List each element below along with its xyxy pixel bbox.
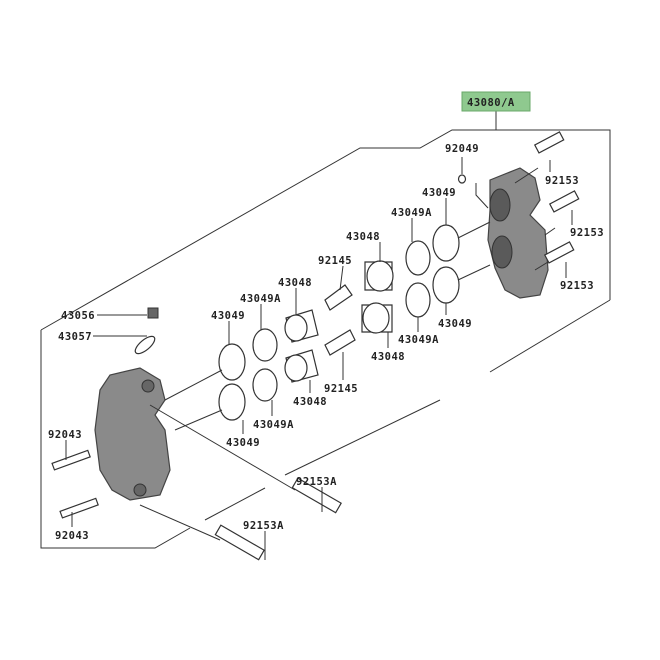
- cap-icon: [134, 335, 156, 355]
- pin-icon: [51, 440, 99, 527]
- assembly-frame-right-3: [204, 487, 266, 521]
- bolt-a-icon: [139, 404, 342, 561]
- part-label[interactable]: 43049: [438, 318, 472, 330]
- pad-springs: [324, 284, 356, 356]
- part-label[interactable]: 43048: [371, 351, 405, 363]
- part-label[interactable]: 92153: [560, 280, 594, 292]
- leader-lines: [228, 160, 573, 434]
- seal-rings-right: [405, 224, 460, 318]
- part-label[interactable]: 92153A: [243, 520, 284, 532]
- part-label[interactable]: 92043: [48, 429, 82, 441]
- part-label[interactable]: 92145: [324, 383, 358, 395]
- part-label[interactable]: 43048: [346, 231, 380, 243]
- part-label[interactable]: 43056: [61, 310, 95, 322]
- part-label[interactable]: 92043: [55, 530, 89, 542]
- assembly-frame: [40, 129, 611, 331]
- bolt-icon: [514, 131, 580, 271]
- assembly-frame-right-2: [284, 399, 441, 476]
- part-label[interactable]: 43049A: [253, 419, 294, 431]
- seal-rings-left: [218, 328, 278, 421]
- part-label[interactable]: 43049A: [240, 293, 281, 305]
- part-label[interactable]: 43049: [422, 187, 456, 199]
- left-caliper-body: [94, 367, 171, 501]
- part-label[interactable]: 43048: [293, 396, 327, 408]
- pistons-left: [284, 309, 319, 383]
- part-label[interactable]: 92153A: [296, 476, 337, 488]
- part-label[interactable]: 92049: [445, 143, 479, 155]
- part-label[interactable]: 43049A: [391, 207, 432, 219]
- right-caliper-body: [487, 167, 549, 299]
- part-label[interactable]: 43049: [226, 437, 260, 449]
- guide-lines: [164, 221, 491, 431]
- part-label[interactable]: 92145: [318, 255, 352, 267]
- assembly-frame-right: [489, 299, 611, 373]
- washer-icon: [457, 174, 467, 184]
- part-label[interactable]: 43048: [278, 277, 312, 289]
- assembly-label: 43080/A: [467, 97, 515, 109]
- part-label[interactable]: 92153: [545, 175, 579, 187]
- part-label[interactable]: 43049: [211, 310, 245, 322]
- assembly-label-box[interactable]: [461, 91, 531, 112]
- part-label[interactable]: 43049A: [398, 334, 439, 346]
- part-label[interactable]: 92153: [570, 227, 604, 239]
- part-label[interactable]: 43057: [58, 331, 92, 343]
- assembly-frame-bottom: [40, 330, 191, 549]
- bleeder-icon: [147, 307, 159, 319]
- pistons-right: [361, 260, 394, 334]
